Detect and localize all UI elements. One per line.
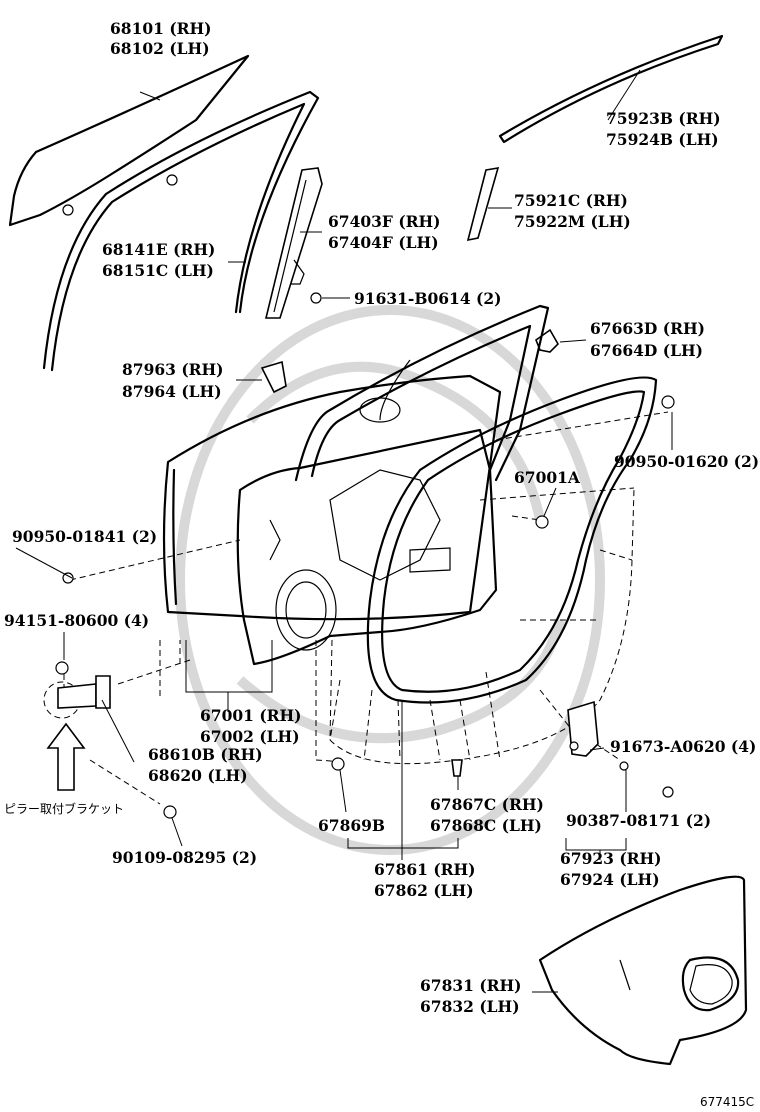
label-90109: 90109-08295 (2): [112, 848, 257, 867]
upper-moulding: [498, 34, 724, 144]
label-67404f: 67404F (LH): [328, 233, 439, 252]
label-68151c: 68151C (LH): [102, 261, 214, 280]
label-67867c: 67867C (RH): [430, 795, 544, 814]
diagram-id: 677415C: [700, 1095, 754, 1109]
label-67002: 67002 (LH): [200, 727, 300, 746]
leader-lines: [15, 69, 673, 993]
assembly-dash-lines: [63, 411, 669, 805]
pillar-bracket-arrow: [46, 722, 86, 791]
door-panel: [162, 304, 550, 666]
label-67862: 67862 (LH): [374, 881, 474, 900]
label-90387: 90387-08171 (2): [566, 811, 711, 830]
door-hinge: [43, 661, 111, 719]
door-weatherstrip: [366, 376, 658, 704]
label-67001: 67001 (RH): [200, 706, 302, 725]
label-75922m: 75922M (LH): [514, 212, 631, 231]
label-94151: 94151-80600 (4): [4, 611, 149, 630]
label-67832: 67832 (LH): [420, 997, 520, 1016]
label-75924b: 75924B (LH): [606, 130, 719, 149]
label-68141e: 68141E (RH): [102, 240, 215, 259]
label-67663d: 67663D (RH): [590, 319, 705, 338]
label-67831: 67831 (RH): [420, 976, 522, 995]
label-87963: 87963 (RH): [122, 360, 224, 379]
label-68620: 68620 (LH): [148, 766, 248, 785]
label-91631: 91631-B0614 (2): [354, 289, 501, 308]
door-check: [567, 700, 674, 798]
door-glass: [8, 54, 250, 227]
label-68101: 68101 (RH): [110, 19, 212, 38]
label-67869b: 67869B: [318, 816, 385, 835]
division-bar: [264, 167, 323, 319]
label-67664d: 67664D (LH): [590, 341, 703, 360]
label-75923b: 75923B (RH): [606, 109, 721, 128]
label-68102: 68102 (LH): [110, 39, 210, 58]
label-91673: 91673-A0620 (4): [610, 737, 756, 756]
run-channel: [42, 90, 320, 372]
label-68610b: 68610B (RH): [148, 745, 263, 764]
mirror-cover: [260, 360, 287, 394]
label-87964: 87964 (LH): [122, 382, 222, 401]
label-90950-01620: 90950-01620 (2): [614, 452, 759, 471]
label-67868c: 67868C (LH): [430, 816, 542, 835]
inner-trim: [538, 875, 748, 1066]
label-67403f: 67403F (RH): [328, 212, 441, 231]
label-pillar-bracket: ピラー取付ブラケット: [4, 801, 124, 816]
label-67861: 67861 (RH): [374, 860, 476, 879]
label-67923: 67923 (RH): [560, 849, 662, 868]
pillar-moulding: [466, 167, 500, 242]
fasteners: [62, 395, 675, 819]
label-90950-01841: 90950-01841 (2): [12, 527, 157, 546]
label-67924: 67924 (LH): [560, 870, 660, 889]
label-75921c: 75921C (RH): [514, 191, 628, 210]
part-labels: 68101 (RH) 68102 (LH) 75923B (RH) 75924B…: [4, 19, 759, 1109]
label-67001a: 67001A: [514, 468, 581, 487]
